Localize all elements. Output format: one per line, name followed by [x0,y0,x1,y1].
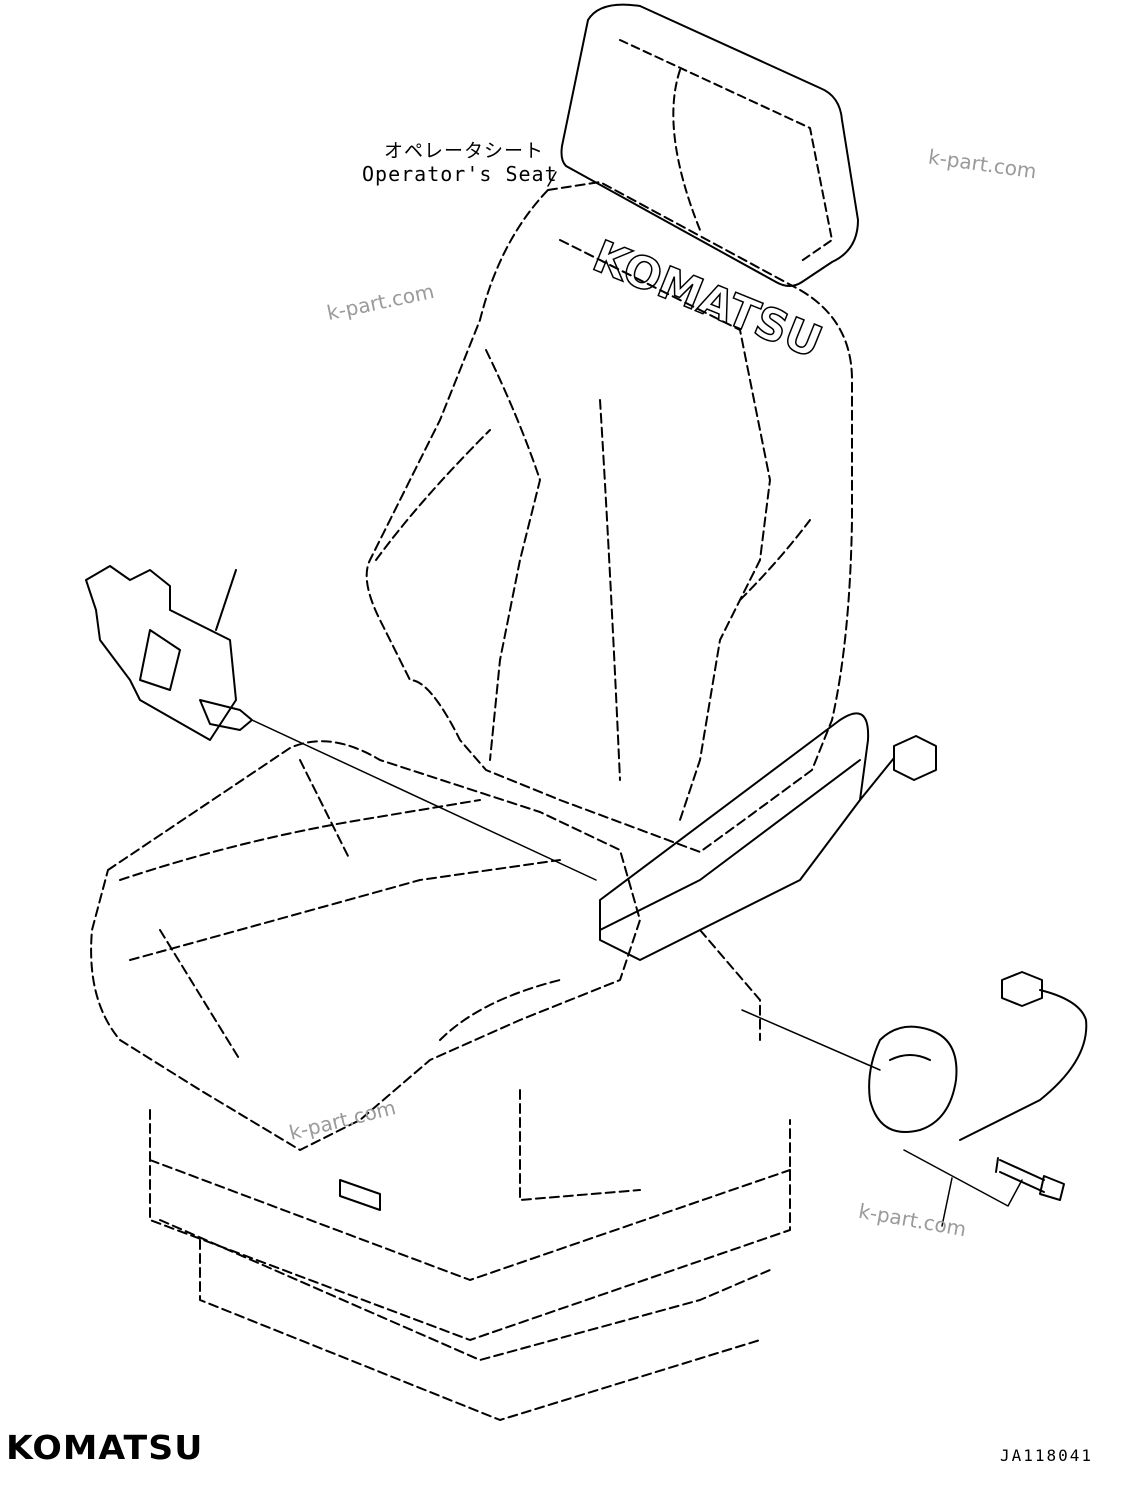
backrest [365,181,853,853]
seat-back-branding: KOMATSU [586,231,829,369]
connector-plug [859,735,937,801]
figure-code: JA118041 [1000,1446,1094,1465]
seat-cushion [90,740,641,1151]
seat-switch-leader-line [251,719,597,881]
seat-label-leader [547,171,557,187]
armrest [599,712,870,1041]
seat-name-en: Operator's Seat [362,162,558,186]
suspension-base [149,1089,791,1421]
harness-leader-line [741,1009,881,1071]
seat-name-ja: オペレータシート [384,140,545,162]
parts-bracket [903,1149,1023,1207]
headrest [560,3,859,287]
harness-switch-part [868,971,1088,1141]
seat-switch-part [85,565,253,741]
bolt-part [995,1157,1065,1201]
bracket-leader [941,1177,953,1227]
brand-logo: KOMATSU [6,1428,204,1467]
